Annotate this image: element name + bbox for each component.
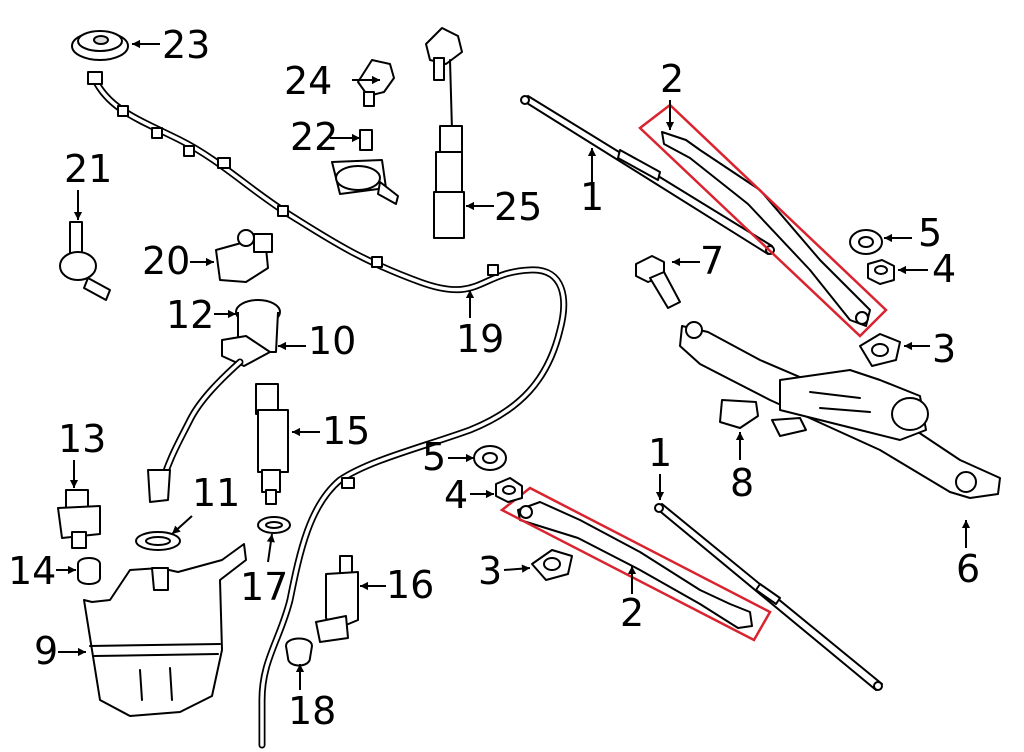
arrowhead — [172, 525, 181, 534]
callout-20: 20 — [142, 239, 190, 283]
washer-part — [849, 229, 883, 255]
arrowhead — [665, 121, 675, 130]
highlight-box-upper — [638, 103, 888, 338]
arrowhead — [898, 265, 907, 275]
callout-3-lower: 3 — [478, 549, 502, 593]
arrowhead — [295, 664, 305, 673]
grommet-small-part — [285, 637, 313, 667]
arrowhead — [67, 565, 76, 575]
callout-5-lower: 5 — [422, 435, 446, 479]
callout-25: 25 — [494, 185, 542, 229]
callout-14: 14 — [8, 549, 56, 593]
callout-3-upper: 3 — [932, 327, 956, 371]
arrowhead — [466, 201, 475, 211]
callout-23: 23 — [162, 23, 210, 67]
callout-17: 17 — [240, 565, 288, 609]
callout-7: 7 — [700, 239, 724, 283]
arrowhead — [360, 581, 369, 591]
callout-24: 24 — [284, 59, 332, 103]
gasket-part — [135, 531, 181, 551]
arrowhead — [465, 290, 475, 299]
nut-part — [867, 259, 895, 285]
arrowhead — [884, 233, 893, 243]
nozzle-part — [357, 59, 395, 107]
callout-16: 16 — [386, 563, 434, 607]
callout-6: 6 — [956, 547, 980, 591]
arrowhead — [587, 148, 597, 157]
callout-22: 22 — [290, 115, 338, 159]
arrowhead — [521, 564, 530, 573]
wiper-blade-lower-part — [654, 503, 883, 691]
callout-2-lower: 2 — [620, 591, 644, 635]
pump-part — [315, 555, 359, 643]
callout-5-upper: 5 — [918, 211, 942, 255]
washer-hose-part — [87, 71, 568, 749]
cap-lower-part — [531, 549, 573, 581]
callout-12: 12 — [166, 293, 214, 337]
arrowhead — [69, 479, 79, 488]
callout-19: 19 — [456, 317, 504, 361]
callout-9: 9 — [34, 629, 58, 673]
arrowhead — [627, 566, 637, 575]
wiper-arm-lower-part — [517, 501, 753, 629]
arrowhead — [266, 534, 275, 543]
arrowhead — [961, 520, 971, 529]
arrowhead — [655, 491, 665, 500]
arrowhead — [292, 427, 301, 437]
callout-15: 15 — [322, 409, 370, 453]
callout-8: 8 — [730, 461, 754, 505]
arrowhead — [77, 647, 86, 657]
arrowhead — [132, 39, 141, 49]
pump-seal-part — [57, 489, 101, 549]
check-valve-part — [331, 129, 399, 205]
cap-part — [77, 557, 101, 585]
arrowhead — [672, 257, 681, 267]
linkage-motor-part — [679, 321, 1001, 499]
callout-13: 13 — [58, 417, 106, 461]
callout-4-upper: 4 — [932, 247, 956, 291]
arrowhead — [904, 341, 913, 351]
leader-arrows — [56, 39, 971, 690]
bracket-part — [719, 399, 759, 429]
sensor-part — [215, 229, 273, 283]
wiper-arm-part — [661, 131, 871, 327]
arrowhead — [465, 453, 474, 463]
arrowhead — [205, 257, 214, 267]
nozzle-with-hose-part — [425, 27, 465, 239]
gasket-small-part — [257, 516, 291, 534]
callout-1-lower: 1 — [648, 431, 672, 475]
arrowhead — [73, 211, 83, 220]
elbow-connector-part — [59, 221, 111, 301]
nut-lower-part — [495, 477, 523, 503]
arrowhead — [485, 489, 494, 499]
callout-2-upper: 2 — [660, 57, 684, 101]
reservoir-part — [83, 543, 247, 717]
callout-21: 21 — [64, 147, 112, 191]
filler-neck-part — [147, 299, 281, 503]
callout-18: 18 — [288, 689, 336, 733]
bolt-part — [635, 255, 681, 309]
cap-upper-part — [859, 333, 901, 367]
arrowhead — [735, 432, 745, 441]
arrowhead — [278, 341, 287, 351]
callout-1-upper: 1 — [580, 175, 604, 219]
callout-11: 11 — [192, 471, 240, 515]
arrowhead — [351, 133, 360, 143]
callout-4-lower: 4 — [444, 473, 468, 517]
level-sensor-part — [255, 383, 289, 505]
arrowhead — [227, 309, 236, 319]
callout-10: 10 — [308, 319, 356, 363]
washer-lower-part — [473, 445, 507, 471]
grommet-part — [71, 30, 129, 61]
arrowhead — [371, 75, 380, 85]
